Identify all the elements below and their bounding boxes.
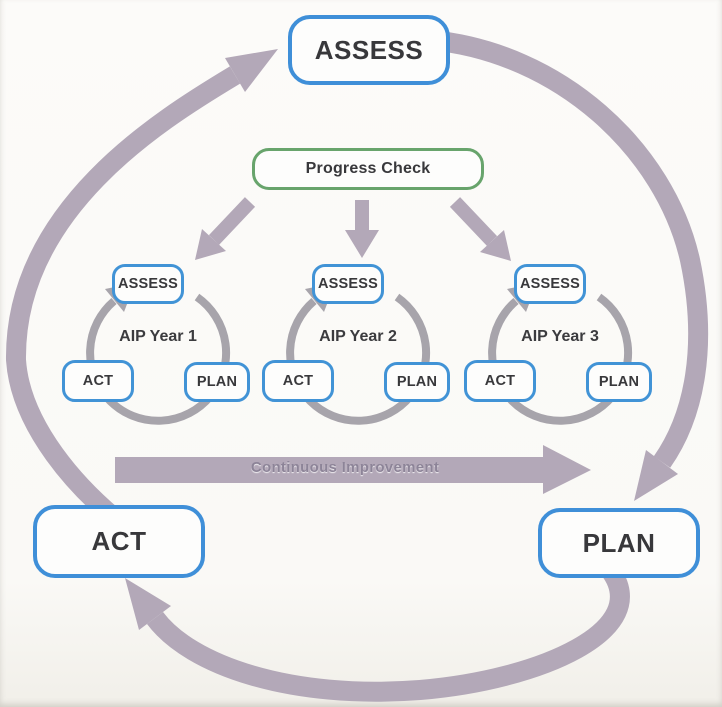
mini-act-box: ACT — [262, 360, 334, 402]
assess-box-label: ASSESS — [314, 34, 424, 65]
mini-assess-box: ASSESS — [112, 264, 184, 304]
mini-cycle-title: AIP Year 1 — [119, 328, 197, 345]
mini-act-box: ACT — [464, 360, 536, 402]
mini-assess-box: ASSESS — [514, 264, 586, 304]
progress-check-arrow-right — [449, 197, 511, 261]
mini-plan-box: PLAN — [384, 362, 450, 402]
mini-cycle-title: AIP Year 2 — [319, 328, 397, 345]
mini-cycle-year-2: ASSESS AIP Year 2 ACT PLAN — [256, 256, 460, 408]
progress-check-label: Progress Check — [305, 160, 431, 177]
act-box: ACT — [33, 505, 205, 578]
mini-act-box: ACT — [62, 360, 134, 402]
mini-cycle-title: AIP Year 3 — [521, 328, 599, 345]
progress-check-box: Progress Check — [252, 148, 484, 190]
outer-cycle-arrow-bottom — [125, 564, 630, 702]
plan-box: PLAN — [538, 508, 700, 578]
plan-box-label: PLAN — [582, 527, 656, 558]
act-box-label: ACT — [91, 526, 147, 556]
mini-plan-label: PLAN — [598, 374, 640, 390]
continuous-improvement-label: Continuous Improvement — [250, 459, 440, 476]
outer-cycle-arrow-left — [5, 49, 278, 554]
mini-plan-box: PLAN — [184, 362, 250, 402]
mini-act-label: ACT — [484, 373, 516, 389]
mini-cycle-year-3: ASSESS AIP Year 3 ACT PLAN — [458, 256, 662, 408]
mini-plan-box: PLAN — [586, 362, 652, 402]
mini-plan-label: PLAN — [196, 374, 238, 390]
assess-box: ASSESS — [288, 15, 450, 85]
mini-assess-label: ASSESS — [519, 276, 581, 292]
mini-assess-label: ASSESS — [117, 276, 179, 292]
progress-check-arrow-left — [195, 197, 256, 260]
mini-cycle-year-1: ASSESS AIP Year 1 ACT PLAN — [56, 256, 260, 408]
mini-act-label: ACT — [282, 373, 314, 389]
mini-act-label: ACT — [82, 373, 114, 389]
continuous-improvement-arrow — [115, 445, 591, 494]
outer-cycle-arrow-right — [429, 30, 709, 501]
mini-assess-label: ASSESS — [317, 276, 379, 292]
mini-assess-box: ASSESS — [312, 264, 384, 304]
progress-check-arrow-middle — [345, 200, 379, 258]
mini-plan-label: PLAN — [396, 374, 438, 390]
